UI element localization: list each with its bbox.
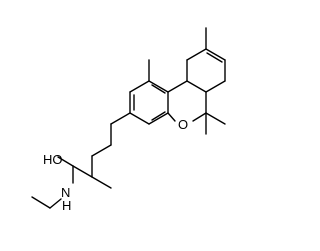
ethyl-bond (31, 196, 51, 209)
bond (110, 112, 131, 125)
bond (205, 80, 226, 93)
bond (205, 48, 226, 61)
pentyl-side-chain (72, 112, 131, 189)
pyran-ring (167, 80, 207, 122)
bond (192, 112, 207, 122)
bond (91, 144, 112, 157)
n-ethyl-bond (49, 198, 62, 209)
aromatic-double-bond (151, 84, 166, 94)
ring-oxygen-label: O (178, 117, 188, 132)
chromene-aromatic-ring (129, 80, 169, 125)
bond (129, 112, 150, 125)
gem-dimethyl-bond (205, 112, 226, 125)
alpha-methyl-bond (91, 176, 112, 189)
ring-double-bond (206, 52, 223, 63)
amide-hydrogen-label: H (62, 198, 71, 213)
bond (148, 80, 169, 93)
bond (148, 112, 169, 125)
bond (72, 165, 93, 178)
chemical-structure-diagram: HO N H O (31, 27, 226, 213)
amide-group (31, 156, 74, 209)
bond (129, 80, 150, 93)
bond (167, 112, 176, 122)
bond (167, 80, 188, 93)
amide-nitrogen-label: N (61, 185, 70, 200)
c-o-bond (57, 156, 74, 167)
hydroxyl-label: HO (43, 152, 63, 167)
cyclohexene-ring (186, 48, 226, 93)
methyl-groups (148, 27, 226, 135)
aromatic-double-bond (151, 111, 166, 121)
bond (186, 80, 207, 93)
bond (186, 48, 207, 61)
